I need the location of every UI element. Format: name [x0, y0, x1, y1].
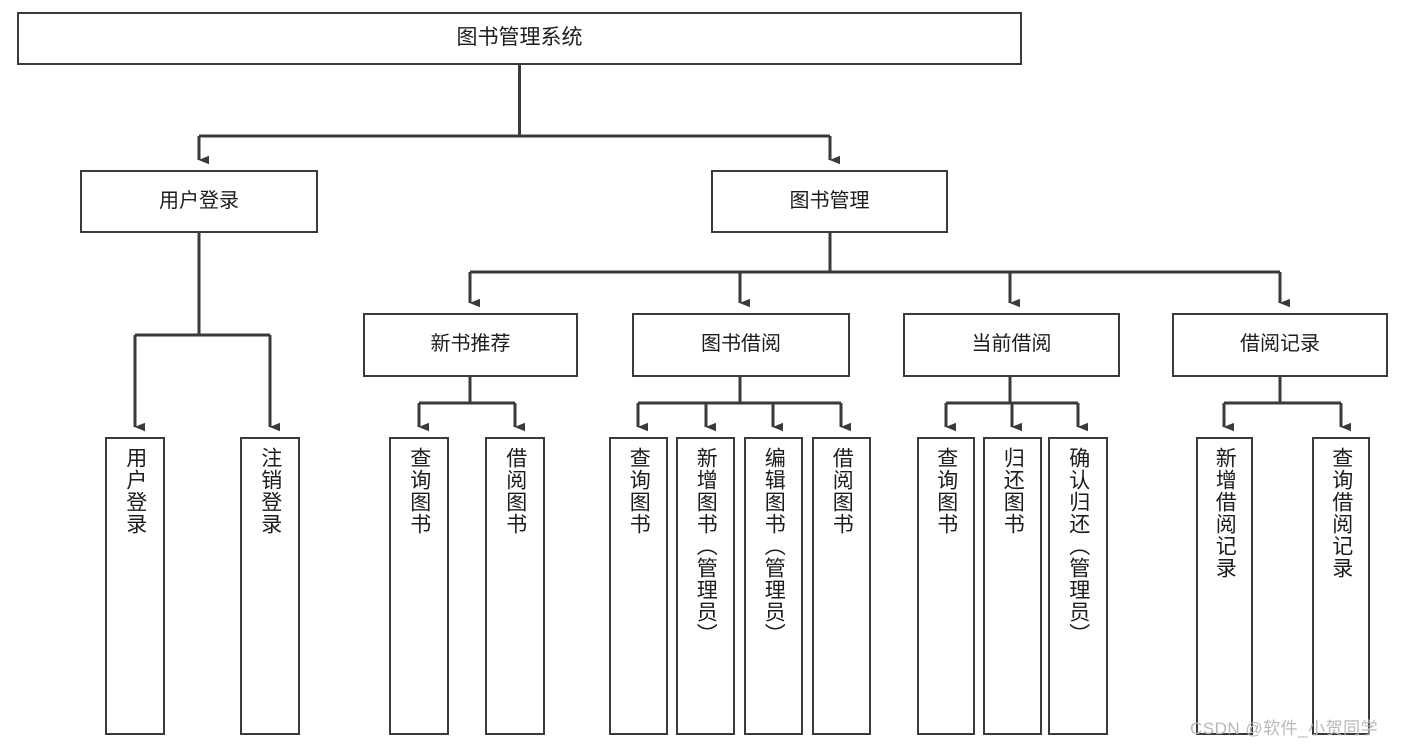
node-label: 当前借阅 [971, 333, 1052, 356]
node-label: 用户登录 [123, 447, 147, 535]
leaf-edit-book-admin[interactable]: 编辑图书（管理员） [744, 437, 803, 735]
node-label: 新书推荐 [430, 333, 511, 356]
leaf-query-book-current[interactable]: 查询图书 [917, 437, 975, 735]
leaf-add-borrow-record[interactable]: 新增借阅记录 [1196, 437, 1253, 735]
node-label: 图书管理 [789, 189, 870, 212]
node-root-system[interactable]: 图书管理系统 [17, 12, 1022, 65]
node-label: 注销登录 [258, 447, 282, 535]
node-new-book-recommend[interactable]: 新书推荐 [363, 313, 578, 377]
node-book-management[interactable]: 图书管理 [711, 170, 948, 233]
node-borrow-record[interactable]: 借阅记录 [1172, 313, 1388, 377]
node-book-borrow[interactable]: 图书借阅 [632, 313, 850, 377]
node-label: 借阅图书 [503, 447, 527, 535]
leaf-add-book-admin[interactable]: 新增图书（管理员） [676, 437, 735, 735]
leaf-query-borrow-record[interactable]: 查询借阅记录 [1312, 437, 1370, 735]
leaf-logout[interactable]: 注销登录 [240, 437, 300, 735]
node-label: 用户登录 [159, 189, 239, 212]
node-label: 借阅记录 [1240, 333, 1320, 356]
leaf-return-book[interactable]: 归还图书 [983, 437, 1042, 735]
node-label: 查询图书 [407, 447, 431, 535]
node-label: 归还图书 [1001, 447, 1025, 535]
leaf-confirm-return-admin[interactable]: 确认归还（管理员） [1048, 437, 1108, 735]
node-label: 新增图书（管理员） [694, 447, 718, 645]
node-label: 编辑图书（管理员） [762, 447, 786, 645]
node-label: 查询图书 [934, 447, 958, 535]
node-label: 图书管理系统 [456, 26, 583, 50]
node-current-borrow[interactable]: 当前借阅 [903, 313, 1120, 377]
leaf-borrow-book-recommend[interactable]: 借阅图书 [485, 437, 545, 735]
node-label: 图书借阅 [701, 333, 781, 356]
node-user-login[interactable]: 用户登录 [80, 170, 318, 233]
node-label: 查询借阅记录 [1329, 447, 1353, 579]
leaf-user-login[interactable]: 用户登录 [105, 437, 165, 735]
node-label: 新增借阅记录 [1213, 447, 1237, 579]
leaf-borrow-book[interactable]: 借阅图书 [812, 437, 871, 735]
watermark-text: CSDN @软件_小贺同学 [1190, 719, 1379, 738]
leaf-query-book-recommend[interactable]: 查询图书 [389, 437, 449, 735]
node-label: 确认归还（管理员） [1066, 447, 1090, 645]
leaf-query-book[interactable]: 查询图书 [609, 437, 668, 735]
node-label: 查询图书 [627, 447, 651, 535]
node-label: 借阅图书 [830, 447, 854, 535]
